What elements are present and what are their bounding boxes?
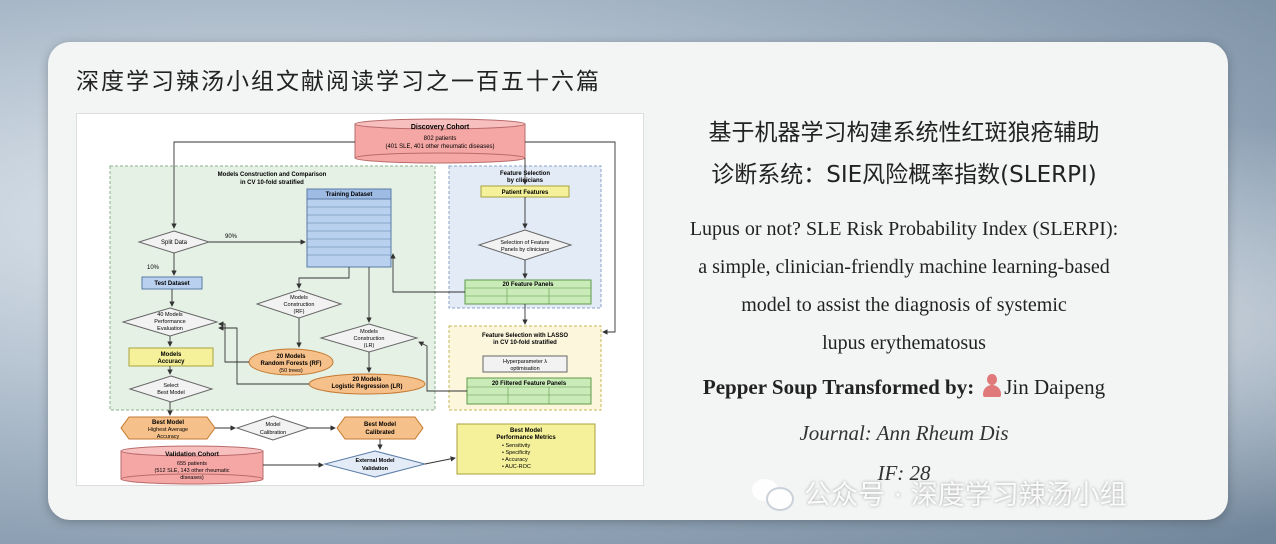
metric-sensitivity: • Sensitivity xyxy=(502,443,530,449)
training-dataset-table xyxy=(307,189,391,267)
rf-3: (RF) xyxy=(294,309,305,315)
pct-10: 10% xyxy=(147,265,160,271)
mcc-title-2: in CV 10-fold stratified xyxy=(240,180,304,186)
external-validation-diamond xyxy=(325,451,425,477)
metric-specificity: • Specificity xyxy=(502,450,530,456)
transformed-by-line: Pepper Soup Transformed by: Jin Daipeng xyxy=(648,374,1160,400)
lr20-1: 20 Models xyxy=(352,377,382,383)
wechat-watermark: 公众号 · 深度学习辣汤小组 xyxy=(752,472,1127,512)
lr-1: Models xyxy=(360,329,378,335)
mcc-title-1: Models Construction and Comparison xyxy=(218,172,327,178)
chinese-title: 基于机器学习构建系统性红斑狼疮辅助 诊断系统：SIE风险概率指数(SLERPI) xyxy=(648,112,1160,196)
rf20-1: 20 Models xyxy=(276,354,306,360)
lasso-1: Feature Selection with LASSO xyxy=(482,333,568,339)
metrics-2: Performance Metrics xyxy=(496,435,556,441)
best2-1: Best Model xyxy=(364,422,396,428)
english-title-line-2: a simple, clinician-friendly machine lea… xyxy=(648,248,1160,286)
split-label: Split Data xyxy=(161,240,188,246)
best2-2: Calibrated xyxy=(365,430,395,436)
perf-1: 40 Models xyxy=(157,312,183,318)
hyper-1: Hyperparameter λ xyxy=(503,359,547,365)
hyper-2: optimisation xyxy=(510,366,539,372)
calib-1: Model xyxy=(266,422,281,428)
patient-features: Patient Features xyxy=(502,190,549,196)
discovery-count: 802 patients xyxy=(424,136,457,142)
discovery-breakdown: (401 SLE, 401 other rheumatic diseases) xyxy=(385,144,494,150)
val-title: Validation Cohort xyxy=(165,451,220,458)
metrics-1: Best Model xyxy=(510,428,542,434)
journal-line: Journal: Ann Rheum Dis xyxy=(648,421,1160,446)
lasso-2: in CV 10-fold stratified xyxy=(493,340,557,346)
rf20-2: Random Forests (RF) xyxy=(260,361,321,367)
acc-2: Accuracy xyxy=(157,359,185,365)
english-title: Lupus or not? SLE Risk Probability Index… xyxy=(648,210,1160,362)
best1-3: Accuracy xyxy=(157,434,180,440)
ext-1: External Model xyxy=(355,458,395,464)
lr20-2: Logistic Regression (LR) xyxy=(331,384,402,390)
lr-3: (LR) xyxy=(364,343,375,349)
ext-2: Validation xyxy=(362,466,389,472)
lr-2: Construction xyxy=(354,336,385,342)
chinese-title-line-1: 基于机器学习构建系统性红斑狼疮辅助 xyxy=(648,112,1160,154)
english-title-line-1: Lupus or not? SLE Risk Probability Index… xyxy=(648,210,1160,248)
person-icon xyxy=(982,374,1002,398)
discovery-title: Discovery Cohort xyxy=(411,124,470,131)
filtered: 20 Filtered Feature Panels xyxy=(492,381,567,387)
calibration-diamond xyxy=(237,416,309,440)
english-title-line-4: lupus erythematosus xyxy=(648,324,1160,362)
chinese-title-line-2: 诊断系统：SIE风险概率指数(SLERPI) xyxy=(648,154,1160,196)
val-2: (512 SLE, 143 other rheumatic xyxy=(155,468,230,474)
calib-2: Calibration xyxy=(260,430,286,436)
panels20: 20 Feature Panels xyxy=(502,282,554,288)
watermark-text: 公众号 · 深度学习辣汤小组 xyxy=(804,473,1127,512)
series-title: 深度学习辣汤小组文献阅读学习之一百五十六篇 xyxy=(76,62,601,96)
best1-1: Best Model xyxy=(152,420,184,426)
val-1: 655 patients xyxy=(177,461,207,467)
study-flowchart-figure: Discovery Cohort 802 patients (401 SLE, … xyxy=(76,113,644,486)
english-title-line-3: model to assist the diagnosis of systemi… xyxy=(648,286,1160,324)
transformed-label: Pepper Soup Transformed by: xyxy=(703,375,974,399)
rf20-3: (50 trees) xyxy=(279,368,303,374)
select-2: Best Model xyxy=(157,390,185,396)
training-label: Training Dataset xyxy=(326,192,373,198)
rf-1: Models xyxy=(290,295,308,301)
perf-2: Performance xyxy=(154,319,186,325)
select-1: Select xyxy=(163,383,179,389)
rf-2: Construction xyxy=(284,302,315,308)
wechat-icon xyxy=(752,475,792,509)
author-name: Jin Daipeng xyxy=(1004,375,1105,399)
test-label: Test Dataset xyxy=(154,281,189,287)
flowchart-svg: Discovery Cohort 802 patients (401 SLE, … xyxy=(77,114,643,485)
sel-1: Selection of Feature xyxy=(500,240,549,246)
metric-accuracy: • Accuracy xyxy=(502,457,528,463)
best1-2: Highest Average xyxy=(148,427,188,433)
metric-auc: • AUC-ROC xyxy=(502,464,531,470)
perf-3: Evaluation xyxy=(157,326,183,332)
acc-1: Models xyxy=(161,352,182,358)
sel-2: Panels by clinicians xyxy=(501,247,549,253)
val-3: diseases) xyxy=(180,475,204,481)
pct-90: 90% xyxy=(225,234,238,240)
